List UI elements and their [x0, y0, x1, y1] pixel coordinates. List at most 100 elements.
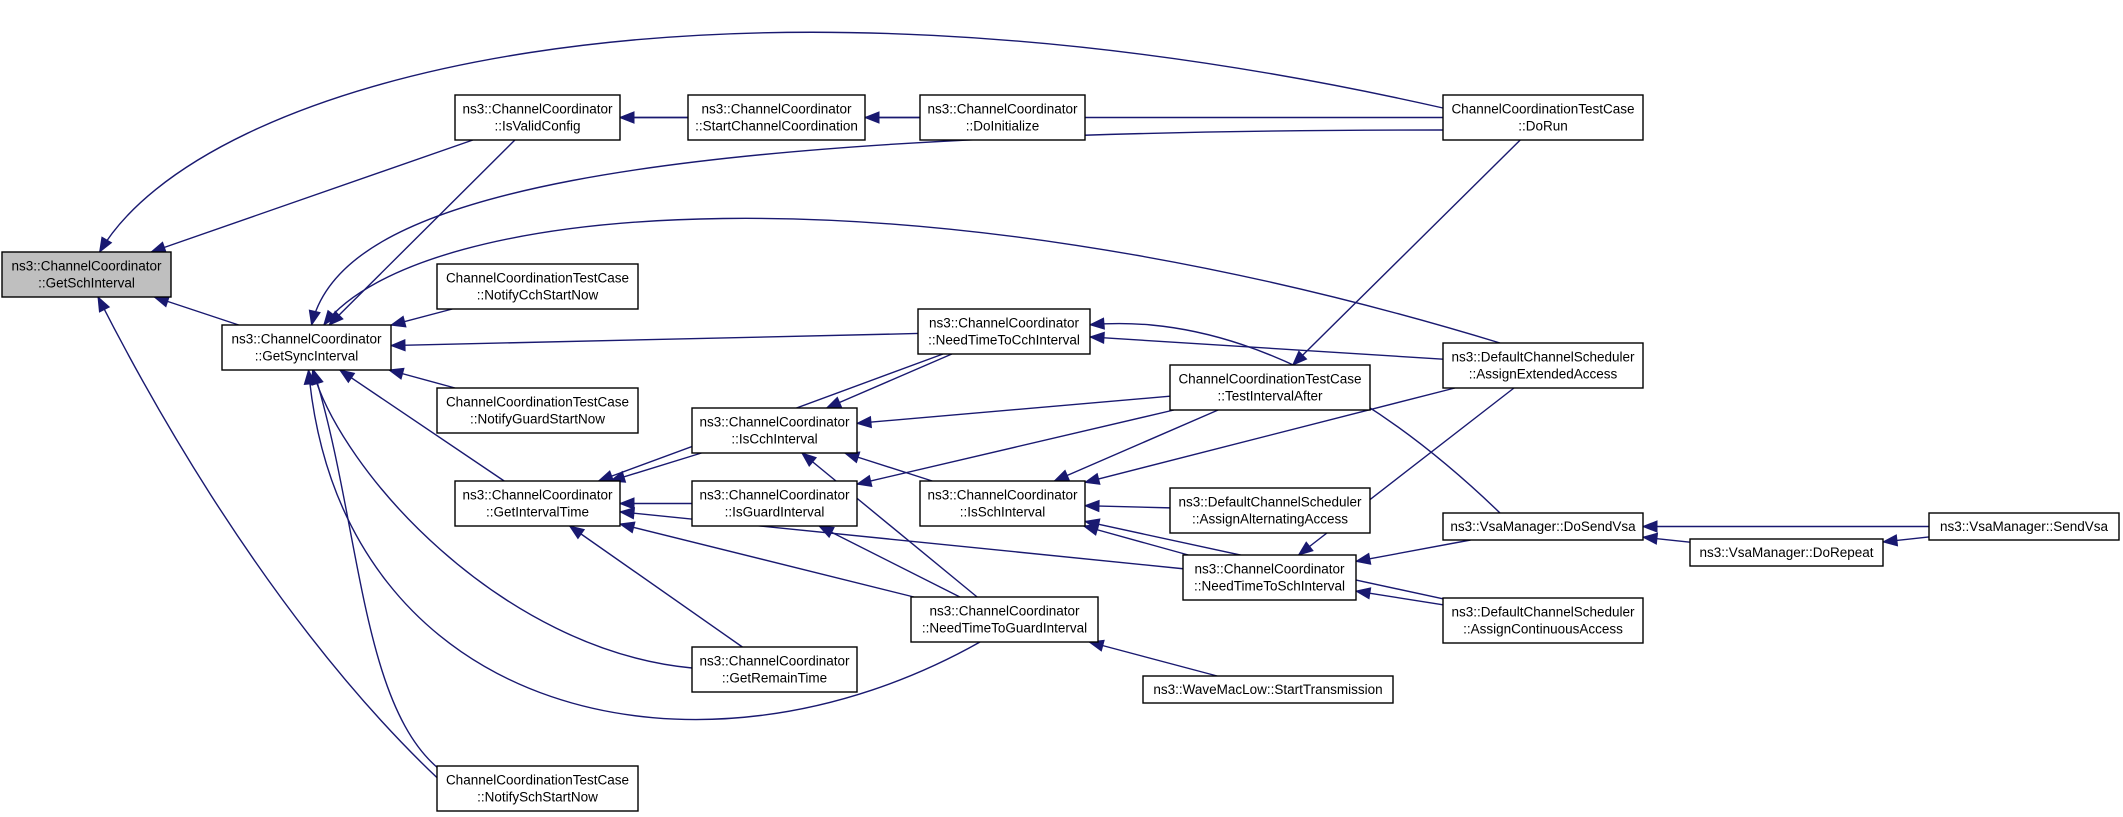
- node-label: ns3::ChannelCoordinator: [11, 259, 162, 274]
- node-doInit[interactable]: ns3::ChannelCoordinator::DoInitialize: [919, 94, 1086, 141]
- node-isValid[interactable]: ns3::ChannelCoordinator::IsValidConfig: [454, 94, 621, 141]
- node-needCch[interactable]: ns3::ChannelCoordinator::NeedTimeToCchIn…: [917, 308, 1091, 355]
- node-label: ::NeedTimeToSchInterval: [1194, 579, 1345, 594]
- node-testAfter[interactable]: ChannelCoordinationTestCase::TestInterva…: [1169, 364, 1371, 411]
- node-label: ns3::ChannelCoordinator: [462, 102, 613, 117]
- node-isGuard[interactable]: ns3::ChannelCoordinator::IsGuardInterval: [691, 480, 858, 527]
- edges-layer: [97, 31, 1930, 779]
- edge-testAfter-to-isCch: [856, 395, 1171, 425]
- edge-doRun-to-testAfter: [1292, 139, 1521, 366]
- edge-doSendVsa-to-needSch: [1355, 539, 1471, 563]
- node-label: ChannelCoordinationTestCase: [1178, 372, 1361, 387]
- node-box: [1442, 597, 1644, 644]
- node-sendVsa[interactable]: ns3::VsaManager::SendVsa: [1928, 512, 2120, 541]
- node-label: ns3::ChannelCoordinator: [699, 415, 850, 430]
- node-label: ns3::ChannelCoordinator: [1194, 562, 1345, 577]
- node-label: ChannelCoordinationTestCase: [446, 773, 629, 788]
- node-getSch[interactable]: ns3::ChannelCoordinator::GetSchInterval: [1, 251, 172, 298]
- edge-notifyCch-to-getSync-arrowhead: [389, 315, 407, 328]
- node-notifyGuard[interactable]: ChannelCoordinationTestCase::NotifyGuard…: [436, 387, 639, 434]
- edge-getSync-to-getSch: [154, 296, 239, 326]
- node-getRemain[interactable]: ns3::ChannelCoordinator::GetRemainTime: [691, 646, 858, 693]
- edge-needGuard-to-isCch: [801, 452, 978, 598]
- node-assignAlt[interactable]: ns3::DefaultChannelScheduler::AssignAlte…: [1169, 487, 1371, 534]
- node-label: ::IsValidConfig: [494, 119, 580, 134]
- edge-assignCont-to-isSch-arrowhead: [1083, 518, 1101, 531]
- node-label: ns3::ChannelCoordinator: [699, 654, 850, 669]
- node-getSync[interactable]: ns3::ChannelCoordinator::GetSyncInterval: [221, 324, 392, 371]
- edge-getInterval-to-getSync-arrowhead: [338, 369, 356, 384]
- edge-needGuard-to-getSync: [307, 369, 981, 721]
- node-box: [691, 646, 858, 693]
- node-label: ns3::DefaultChannelScheduler: [1178, 495, 1362, 510]
- edge-assignCont-to-needSch-arrowhead: [1354, 587, 1372, 600]
- node-doRun[interactable]: ChannelCoordinationTestCase::DoRun: [1442, 94, 1644, 141]
- node-label: ::AssignExtendedAccess: [1469, 367, 1618, 382]
- node-isCch[interactable]: ns3::ChannelCoordinator::IsCchInterval: [691, 407, 858, 454]
- node-label: ::GetIntervalTime: [486, 505, 589, 520]
- edge-getRemain-to-getInterval: [569, 525, 743, 648]
- node-box: [917, 308, 1091, 355]
- node-needGuard[interactable]: ns3::ChannelCoordinator::NeedTimeToGuard…: [910, 596, 1099, 643]
- node-startTx[interactable]: ns3::WaveMacLow::StartTransmission: [1142, 675, 1394, 704]
- edge-assignExt-to-isSch: [1084, 387, 1456, 484]
- node-label: ns3::ChannelCoordinator: [927, 102, 1078, 117]
- node-box: [1442, 512, 1644, 541]
- node-box: [436, 387, 639, 434]
- node-startCC[interactable]: ns3::ChannelCoordinator::StartChannelCoo…: [687, 94, 866, 141]
- edge-getSync-to-getSch-arrowhead: [153, 295, 171, 308]
- node-box: [1689, 538, 1884, 567]
- edge-doSendVsa-to-needCch-arrowhead: [1088, 317, 1105, 330]
- node-notifyCch[interactable]: ChannelCoordinationTestCase::NotifyCchSt…: [436, 263, 639, 310]
- edge-needGuard-to-isCch-arrowhead: [800, 452, 818, 468]
- edge-needSch-to-getInterval-arrowhead: [618, 507, 636, 520]
- edge-getRemain-to-getSync: [311, 369, 693, 669]
- edge-assignExt-to-getSync-arrowhead: [322, 309, 338, 327]
- node-box: [1169, 487, 1371, 534]
- edge-isGuard-to-getInterval-arrowhead: [618, 497, 635, 510]
- nodes-layer: ns3::ChannelCoordinator::GetSchIntervaln…: [1, 94, 2120, 812]
- node-assignCont[interactable]: ns3::DefaultChannelScheduler::AssignCont…: [1442, 597, 1644, 644]
- node-notifySch[interactable]: ChannelCoordinationTestCase::NotifySchSt…: [436, 765, 639, 812]
- node-label: ns3::ChannelCoordinator: [701, 102, 852, 117]
- node-assignExt[interactable]: ns3::DefaultChannelScheduler::AssignExte…: [1442, 342, 1644, 389]
- node-label: ::GetSyncInterval: [255, 349, 359, 364]
- node-label: ChannelCoordinationTestCase: [1451, 102, 1634, 117]
- edge-isValid-to-getSch: [150, 139, 474, 253]
- node-label: ns3::ChannelCoordinator: [231, 332, 382, 347]
- edge-isCch-to-getInterval: [610, 452, 702, 482]
- node-label: ::NeedTimeToCchInterval: [928, 333, 1080, 348]
- edge-assignExt-to-needCch-arrowhead: [1088, 331, 1105, 345]
- node-box: [1442, 94, 1644, 141]
- node-label: ns3::VsaManager::DoSendVsa: [1450, 519, 1636, 534]
- node-box: [436, 263, 639, 310]
- edge-notifySch-to-getSch: [97, 296, 438, 779]
- node-box: [1928, 512, 2120, 541]
- node-box: [1142, 675, 1394, 704]
- edge-sendVsa-to-doSendVsa-arrowhead: [1641, 520, 1658, 533]
- edge-isSch-to-isCch: [844, 452, 933, 482]
- edge-needCch-to-getInterval-arrowhead: [597, 470, 615, 482]
- node-label: ChannelCoordinationTestCase: [446, 271, 629, 286]
- node-label: ::IsGuardInterval: [725, 505, 825, 520]
- node-needSch[interactable]: ns3::ChannelCoordinator::NeedTimeToSchIn…: [1182, 554, 1357, 601]
- node-doRepeat[interactable]: ns3::VsaManager::DoRepeat: [1689, 538, 1884, 567]
- edge-doRun-to-getSync-arrowhead: [308, 309, 321, 327]
- edge-doRun-to-testAfter-arrowhead: [1291, 350, 1308, 366]
- node-box: [221, 324, 392, 371]
- edge-getRemain-to-getInterval-arrowhead: [568, 525, 586, 540]
- edge-assignAlt-to-isSch-arrowhead: [1083, 499, 1100, 513]
- node-box: [1169, 364, 1371, 411]
- node-label: ::NotifyGuardStartNow: [470, 412, 605, 427]
- node-label: ::TestIntervalAfter: [1217, 389, 1323, 404]
- node-doSendVsa[interactable]: ns3::VsaManager::DoSendVsa: [1442, 512, 1644, 541]
- node-box: [919, 94, 1086, 141]
- node-label: ns3::DefaultChannelScheduler: [1451, 350, 1635, 365]
- node-box: [1442, 342, 1644, 389]
- edge-doSendVsa-to-needCch: [1089, 322, 1501, 514]
- node-isSch[interactable]: ns3::ChannelCoordinator::IsSchInterval: [919, 480, 1086, 527]
- node-label: ::IsCchInterval: [731, 432, 817, 447]
- node-label: ::IsSchInterval: [960, 505, 1046, 520]
- edge-testAfter-to-isGuard-arrowhead: [855, 474, 873, 487]
- node-getInterval[interactable]: ns3::ChannelCoordinator::GetIntervalTime: [454, 480, 621, 527]
